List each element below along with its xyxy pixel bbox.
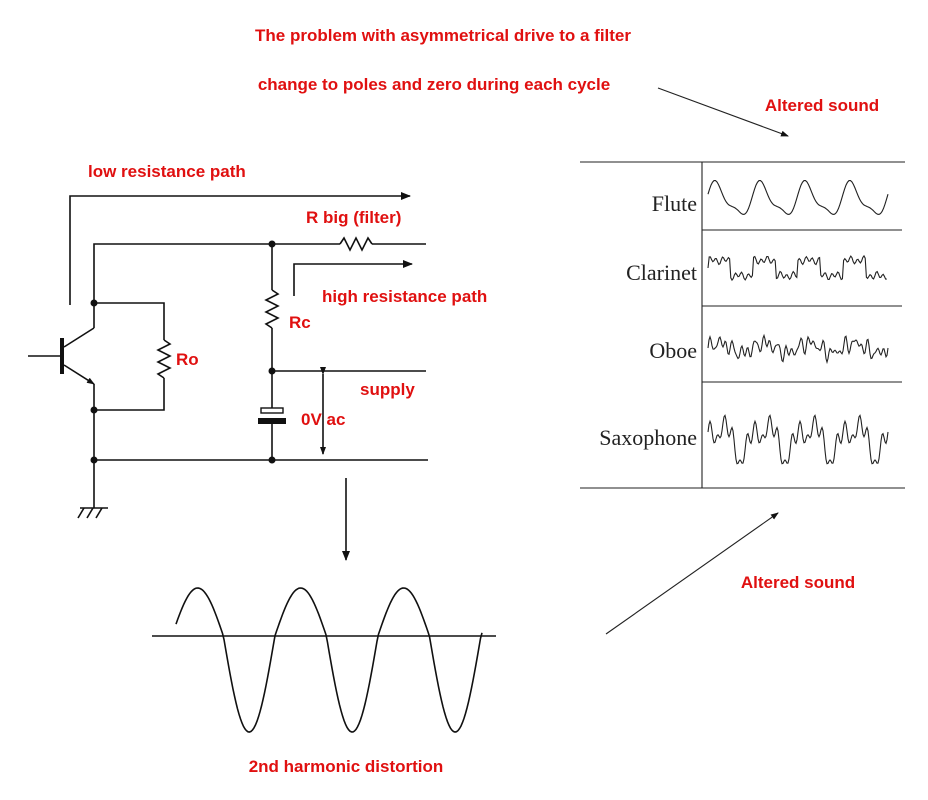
low-resistance-path-arrow <box>69 192 411 305</box>
low-resistance-path-label: low resistance path <box>88 162 246 181</box>
clarinet-waveform <box>707 254 887 282</box>
transistor-symbol <box>28 303 95 460</box>
saxophone-waveform <box>707 414 889 465</box>
ro-label: Ro <box>176 350 199 369</box>
supply-label: supply <box>360 380 415 399</box>
r-big-filter-resistor <box>339 236 373 252</box>
title-line-2: change to poles and zero during each cyc… <box>258 75 610 94</box>
second-harmonic-label: 2nd harmonic distortion <box>249 757 444 776</box>
ground-symbol <box>77 460 108 519</box>
instrument-label-clarinet: Clarinet <box>626 260 697 285</box>
flute-waveform <box>707 180 889 215</box>
instrument-label-saxophone: Saxophone <box>599 425 697 450</box>
second-harmonic-plot <box>152 587 496 733</box>
rc-label: Rc <box>289 313 311 332</box>
instrument-label-oboe: Oboe <box>649 338 697 363</box>
r-big-filter-label: R big (filter) <box>306 208 401 227</box>
instrument-waveform-panel: Flute Clarinet Oboe Saxophone <box>580 161 905 489</box>
zero-v-ac-label: 0V ac <box>301 410 345 429</box>
distorted-sine-waveform <box>175 587 483 733</box>
arrow-title-to-waveforms <box>657 87 789 137</box>
arrow-sine-to-waveforms <box>605 512 779 635</box>
title-line-1: The problem with asymmetrical drive to a… <box>255 26 631 45</box>
ro-resistor <box>156 339 172 379</box>
altered-sound-top-label: Altered sound <box>765 96 879 115</box>
altered-sound-bottom-label: Altered sound <box>741 573 855 592</box>
rc-resistor <box>264 289 280 329</box>
transistor-circuit: low resistance path R big (filter) high … <box>28 162 487 519</box>
high-resistance-path-arrow <box>293 260 413 296</box>
instrument-label-flute: Flute <box>652 191 697 216</box>
high-resistance-path-label: high resistance path <box>322 287 487 306</box>
capacitor <box>258 407 286 424</box>
oboe-waveform <box>707 333 889 365</box>
